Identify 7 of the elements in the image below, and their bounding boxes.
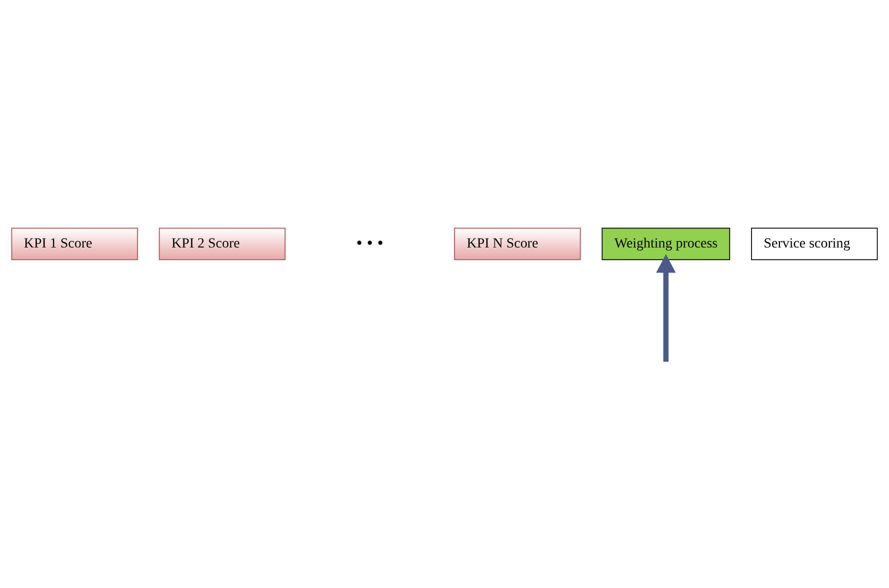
- node-box: KPI 1 Score: [11, 227, 138, 260]
- label: • • •: [356, 232, 384, 252]
- node-box: KPI N Score: [454, 227, 581, 260]
- node-box: Weighting process: [602, 227, 730, 260]
- arrow: [656, 254, 676, 362]
- node-box: Service scoring: [751, 227, 878, 260]
- node-box: KPI 2 Score: [158, 227, 286, 260]
